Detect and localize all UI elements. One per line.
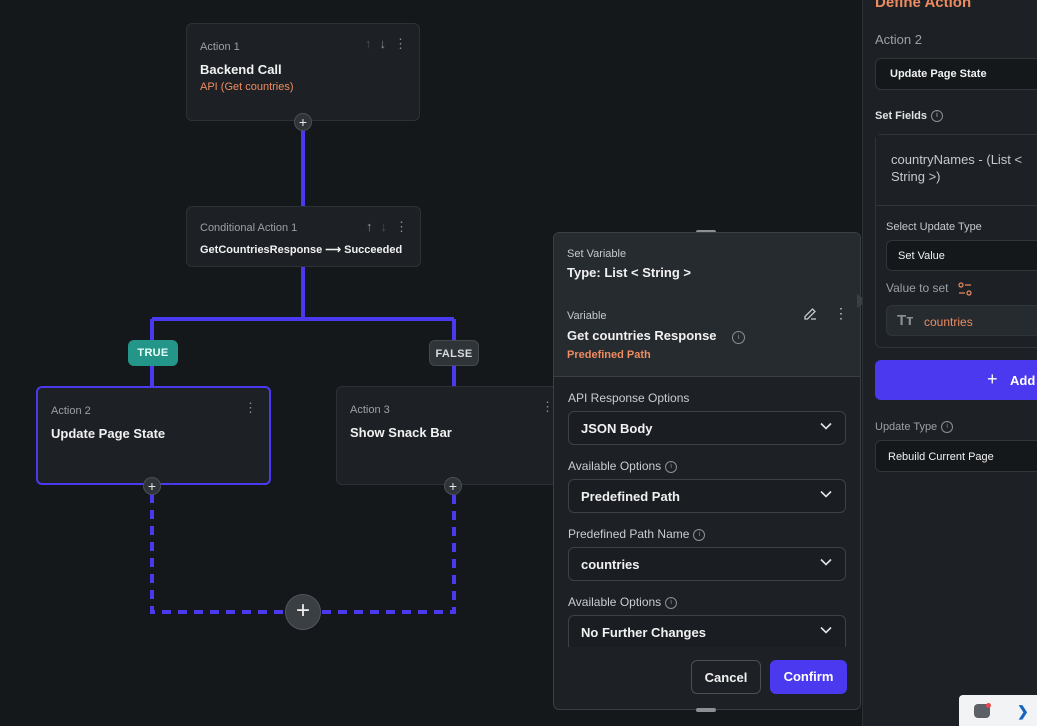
false-branch-badge: FALSE	[429, 340, 479, 366]
api-response-options-value: JSON Body	[581, 421, 653, 436]
more-options-icon[interactable]: ⋮	[541, 399, 554, 414]
further-options-dropdown[interactable]: No Further Changes	[568, 615, 846, 647]
add-field-button[interactable]: + Add	[875, 360, 1037, 400]
action-2-label: Action 2	[51, 405, 91, 417]
popup-header-label: Set Variable	[567, 248, 627, 260]
info-icon[interactable]: i	[693, 528, 706, 541]
field-name-row[interactable]: countryNames - (List < String >)	[876, 135, 1037, 206]
variable-source: Predefined Path	[567, 349, 651, 361]
action-1-subtitle: API (Get countries)	[200, 81, 294, 93]
available-options-value: Predefined Path	[581, 489, 680, 504]
update-type-select-label: Select Update Type	[886, 221, 982, 233]
further-options-label-text: Available Options	[568, 595, 662, 609]
more-options-icon[interactable]: ⋮	[395, 219, 408, 234]
update-type-dropdown[interactable]: Rebuild Current Page	[875, 440, 1037, 472]
available-options-label-text: Available Options	[568, 459, 662, 473]
action-1-title: Backend Call	[200, 62, 282, 77]
taskbar-tray: ❯	[959, 695, 1037, 726]
move-up-icon[interactable]: ↑	[366, 219, 373, 234]
chevron-down-icon	[820, 558, 832, 566]
action-type-dropdown[interactable]: Update Page State	[875, 58, 1037, 90]
more-options-icon[interactable]: ⋮	[394, 36, 407, 51]
predefined-path-name-label-text: Predefined Path Name	[568, 527, 690, 541]
move-down-icon[interactable]: ↓	[379, 36, 387, 51]
set-field-card: countryNames - (List < String >) Select …	[875, 134, 1037, 348]
variable-section[interactable]: Variable Get countries Response i Predef…	[554, 293, 860, 377]
confirm-button[interactable]: Confirm	[770, 660, 847, 694]
popup-header: Set Variable Type: List < String >	[554, 233, 860, 294]
cancel-button[interactable]: Cancel	[691, 660, 761, 694]
predefined-path-name-dropdown[interactable]: countries	[568, 547, 846, 581]
conditional-label: Conditional Action 1	[200, 222, 298, 234]
move-down-icon[interactable]: ↓	[380, 219, 388, 234]
add-action-after-3-button[interactable]: +	[444, 477, 462, 495]
add-field-label: Add	[1010, 373, 1036, 388]
api-response-options-label: API Response Options	[568, 391, 690, 405]
info-icon[interactable]: i	[728, 329, 745, 347]
action-3-node[interactable]: Action 3 Show Snack Bar ⋮	[336, 386, 561, 485]
info-icon[interactable]: i	[941, 421, 954, 434]
chevron-down-icon	[820, 422, 832, 430]
set-fields-label-text: Set Fields	[875, 110, 927, 122]
more-options-icon[interactable]: ⋮	[834, 305, 848, 321]
add-action-button[interactable]: +	[285, 594, 321, 630]
action-3-label: Action 3	[350, 404, 390, 416]
set-variable-popup: Set Variable Type: List < String > Varia…	[553, 232, 861, 710]
action-1-node[interactable]: Action 1 Backend Call API (Get countries…	[186, 23, 420, 121]
more-options-icon[interactable]: ⋮	[244, 400, 257, 415]
true-branch-badge: TRUE	[128, 340, 178, 366]
update-type-label-text: Update Type	[875, 421, 938, 433]
variable-name: Get countries Response	[567, 328, 717, 343]
add-action-after-2-button[interactable]: +	[143, 477, 161, 495]
action-2-title: Update Page State	[51, 426, 166, 441]
info-icon[interactable]: i	[930, 110, 943, 123]
field-name: countryNames - (List < String >)	[891, 152, 1023, 184]
move-up-icon[interactable]: ↑	[365, 36, 372, 51]
value-to-set-label: Value to set	[886, 281, 949, 295]
edit-icon[interactable]	[802, 306, 818, 322]
info-icon[interactable]: i	[665, 460, 678, 473]
popup-resize-handle-bottom[interactable]	[696, 708, 716, 712]
arrow-app-icon[interactable]: ❯	[1017, 703, 1029, 719]
action-type-value: Update Page State	[890, 68, 987, 80]
info-icon[interactable]: i	[665, 596, 678, 609]
action-number-label: Action 2	[875, 32, 922, 47]
conditional-title: GetCountriesResponse ⟶ Succeeded	[200, 244, 403, 256]
conditional-action-node[interactable]: Conditional Action 1 GetCountriesRespons…	[186, 206, 421, 267]
add-action-after-1-button[interactable]: +	[294, 113, 312, 131]
filter-settings-icon[interactable]	[958, 282, 972, 296]
chevron-down-icon	[820, 490, 832, 498]
predefined-path-name-value: countries	[581, 557, 640, 572]
action-2-node[interactable]: Action 2 Update Page State ⋮	[36, 386, 271, 485]
api-response-options-dropdown[interactable]: JSON Body	[568, 411, 846, 445]
value-to-set-value: countries	[924, 315, 973, 329]
panel-heading: Define Action	[875, 0, 972, 11]
update-type-value: Rebuild Current Page	[888, 451, 994, 463]
action-3-title: Show Snack Bar	[350, 425, 452, 440]
value-to-set-field[interactable]: Tт countries	[886, 305, 1037, 336]
chevron-down-icon	[820, 626, 832, 634]
available-options-dropdown[interactable]: Predefined Path	[568, 479, 846, 513]
update-type-select-dropdown[interactable]: Set Value	[886, 240, 1037, 271]
popup-header-type: Type: List < String >	[567, 265, 692, 280]
update-type-select-value: Set Value	[898, 250, 945, 262]
action-1-label: Action 1	[200, 41, 240, 53]
plus-icon: +	[987, 369, 998, 389]
variable-label: Variable	[567, 310, 607, 322]
define-action-panel: Define Action Action 2 Update Page State…	[862, 0, 1037, 726]
further-options-value: No Further Changes	[581, 625, 706, 640]
notification-dot-icon	[986, 703, 991, 708]
text-type-icon: Tт	[897, 312, 914, 329]
